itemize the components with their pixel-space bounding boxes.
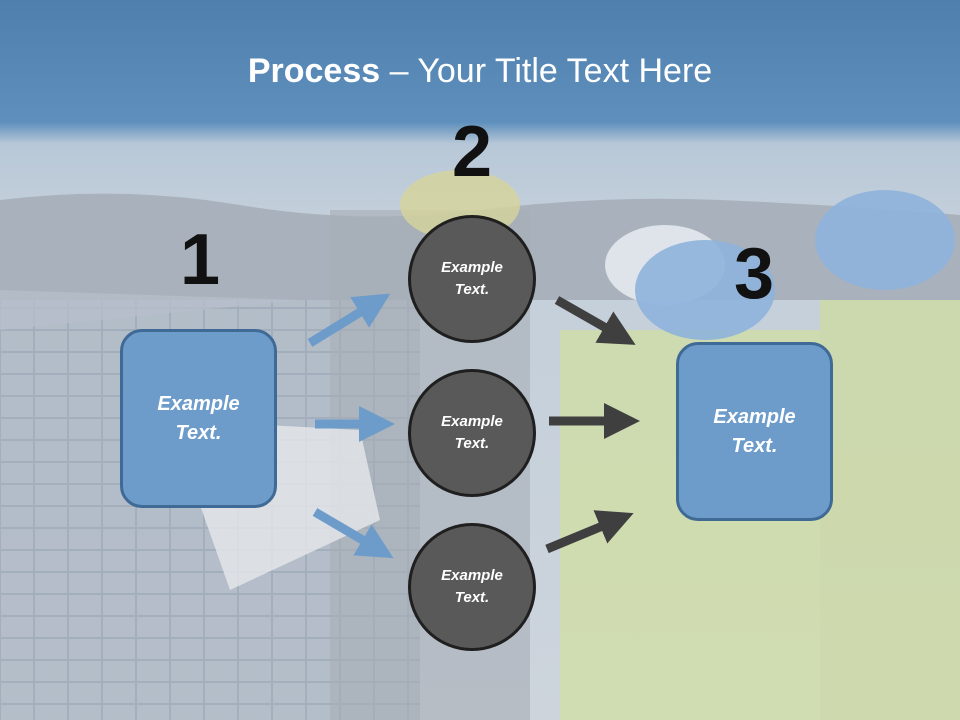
circle-top: Example Text.	[408, 215, 536, 343]
step-number-3: 3	[733, 234, 775, 314]
slide-title: Process – Your Title Text Here	[0, 52, 960, 91]
title-bold: Process	[247, 52, 381, 90]
arrow-blue-up	[307, 293, 391, 347]
arrow-dark-up	[545, 510, 634, 554]
arrow-dark-down	[554, 296, 636, 345]
left-box: Example Text.	[120, 329, 277, 508]
right-box: Example Text.	[676, 342, 833, 521]
step-number-2: 2	[451, 112, 493, 192]
circle-bottom: Example Text.	[408, 523, 536, 651]
step-number-1: 1	[179, 220, 221, 300]
title-rest: – Your Title Text Here	[380, 52, 713, 90]
circle-middle: Example Text.	[408, 369, 536, 497]
arrow-blue-down	[312, 508, 394, 559]
